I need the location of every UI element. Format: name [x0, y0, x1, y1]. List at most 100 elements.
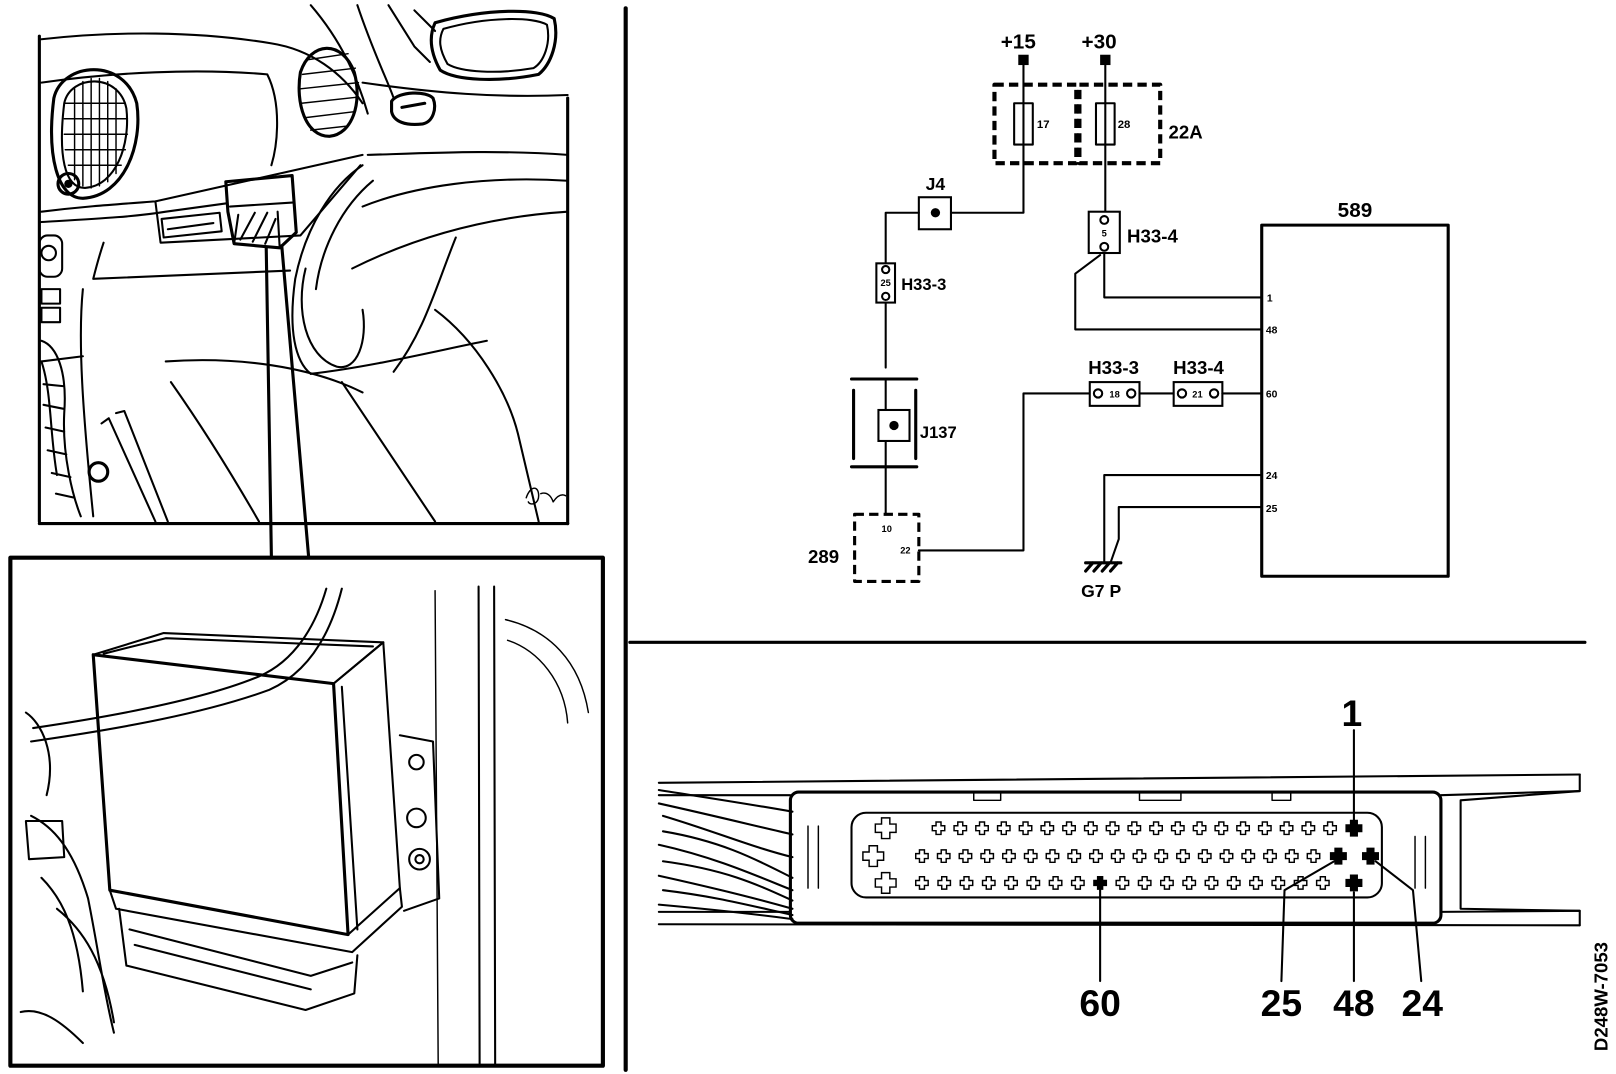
control-unit-pin-48: 48: [1266, 326, 1278, 337]
connector-pin: [981, 876, 996, 890]
detail-leader-left: [264, 246, 273, 560]
door-pillar: [477, 585, 497, 1065]
window-sill: [361, 81, 569, 97]
leader-pin-25: [1280, 860, 1336, 983]
connector-pin: [1137, 876, 1152, 890]
connector-pin: [1083, 821, 1098, 836]
connector-h33-3-left-top-pin: [881, 264, 891, 275]
bracket-bolt-middle: [406, 807, 427, 829]
control-unit-pin-24: 24: [1266, 471, 1278, 482]
control-unit-location: [224, 174, 298, 250]
mirror-inner: [439, 17, 550, 73]
connector-pin: [1306, 849, 1321, 864]
door-lock: [390, 91, 437, 126]
connector-coding-key: [874, 817, 897, 840]
bracket-bolt-lower-center: [414, 854, 425, 865]
connector-pin: [1182, 876, 1197, 890]
fuse-b-label: 28: [1118, 119, 1131, 131]
connector-pin-highlighted: [1345, 874, 1363, 892]
wire-289-to-h33-3: [917, 392, 1091, 552]
connector-pin: [958, 849, 973, 864]
connector-pin: [1154, 849, 1169, 864]
door-speaker: [300, 267, 365, 369]
connector-housing-details: [807, 791, 1427, 889]
connector-pin: [1002, 849, 1016, 864]
housing-top: [92, 632, 385, 685]
connector-pin: [915, 876, 929, 890]
junction-j137-dot: [889, 420, 899, 431]
connector-pin: [1132, 849, 1147, 864]
connector-pin: [1110, 849, 1125, 864]
junction-j4-label: J4: [926, 174, 946, 194]
connector-body: [788, 790, 1443, 925]
switch-housing: [38, 234, 64, 278]
fuse-a-label: 17: [1037, 119, 1050, 131]
fuse-box-label: 22A: [1168, 121, 1202, 142]
connector-pin: [1204, 876, 1219, 890]
side-clip: [24, 819, 66, 861]
glove-box-bottom: [92, 241, 292, 280]
connector-pin-highlighted: [1361, 847, 1379, 865]
connector-sheath-top: [657, 773, 1581, 797]
pinout-label-60: 60: [1079, 982, 1120, 1024]
connector-pin: [1170, 821, 1185, 836]
left-switch-panel: [38, 234, 64, 324]
connector-pin: [1159, 876, 1174, 890]
control-unit-shading: [228, 201, 296, 249]
connector-pin: [1315, 876, 1330, 890]
wire-pin-24-to-ground: [1103, 474, 1263, 564]
fuse-a-symbol: [1013, 102, 1034, 146]
dashboard-front-edge: [40, 70, 279, 167]
junction-j137-bracket: [849, 377, 919, 469]
connector-pin-grid: [862, 817, 1379, 895]
ground-symbol: [1084, 561, 1123, 573]
car-interior-illustration: [37, 4, 570, 526]
control-unit-detail: [8, 555, 605, 1068]
side-mirror: [387, 4, 558, 81]
harness-wires: [19, 711, 115, 1045]
pillar-edge: [434, 589, 590, 1065]
connector-pin-highlighted: [1093, 876, 1108, 890]
door-panel: [291, 151, 569, 375]
connector-pin-field: [850, 811, 1383, 899]
connector-pin: [1127, 821, 1142, 836]
connector-pin: [1192, 821, 1207, 836]
switch-lower: [40, 306, 62, 324]
connector-pin: [1048, 876, 1063, 890]
module-289-label: 289: [808, 546, 839, 567]
vent-inner: [60, 80, 129, 189]
pedal-pivot: [87, 461, 110, 483]
connector-h33-4-mid-pin: 21: [1192, 390, 1202, 400]
connector-pin: [996, 821, 1011, 836]
terminal-30-label: +30: [1082, 31, 1117, 54]
connector-pin-highlighted: [1329, 847, 1347, 865]
housing-flange: [108, 887, 403, 954]
bracket-bolt-lower: [408, 847, 431, 871]
artist-signature: [525, 487, 567, 505]
pinout-label-24: 24: [1402, 982, 1444, 1024]
connector-pin: [975, 821, 989, 836]
harness-bundle: [657, 788, 794, 921]
pedal-arm: [100, 409, 169, 523]
control-unit-589-box: [1260, 223, 1450, 578]
connector-h33-3-mid-left-pin: [1092, 388, 1104, 399]
module-289-pin-10: 10: [882, 524, 892, 534]
connector-pin: [1263, 849, 1277, 864]
drawing-number: D248W-7053: [1591, 942, 1612, 1051]
connector-h33-3-mid-pin: 18: [1109, 390, 1119, 400]
dashboard-top-edge: [40, 32, 364, 105]
terminal-15-label: +15: [1001, 31, 1036, 54]
fuse-b-symbol: [1094, 102, 1116, 146]
connector-h33-4-upper-bottom-pin: [1099, 241, 1110, 252]
junction-j4-dot: [930, 208, 941, 218]
wiring-diagram: +15 +30 17 28 22A J4 25 H33-3 J137 10: [808, 31, 1450, 601]
pinout-label-1: 1: [1341, 692, 1362, 734]
connector-pin: [1214, 821, 1229, 836]
connector-h33-3-mid-right-pin: [1126, 388, 1137, 399]
detail-leader-right: [280, 244, 311, 560]
wire-j4-to-h33-3: [884, 211, 920, 265]
connector-pinout: 1 60 25 48 24: [657, 692, 1581, 1024]
connector-pin: [915, 849, 929, 864]
switch-knob: [40, 244, 57, 262]
control-unit-pin-25: 25: [1266, 504, 1278, 515]
